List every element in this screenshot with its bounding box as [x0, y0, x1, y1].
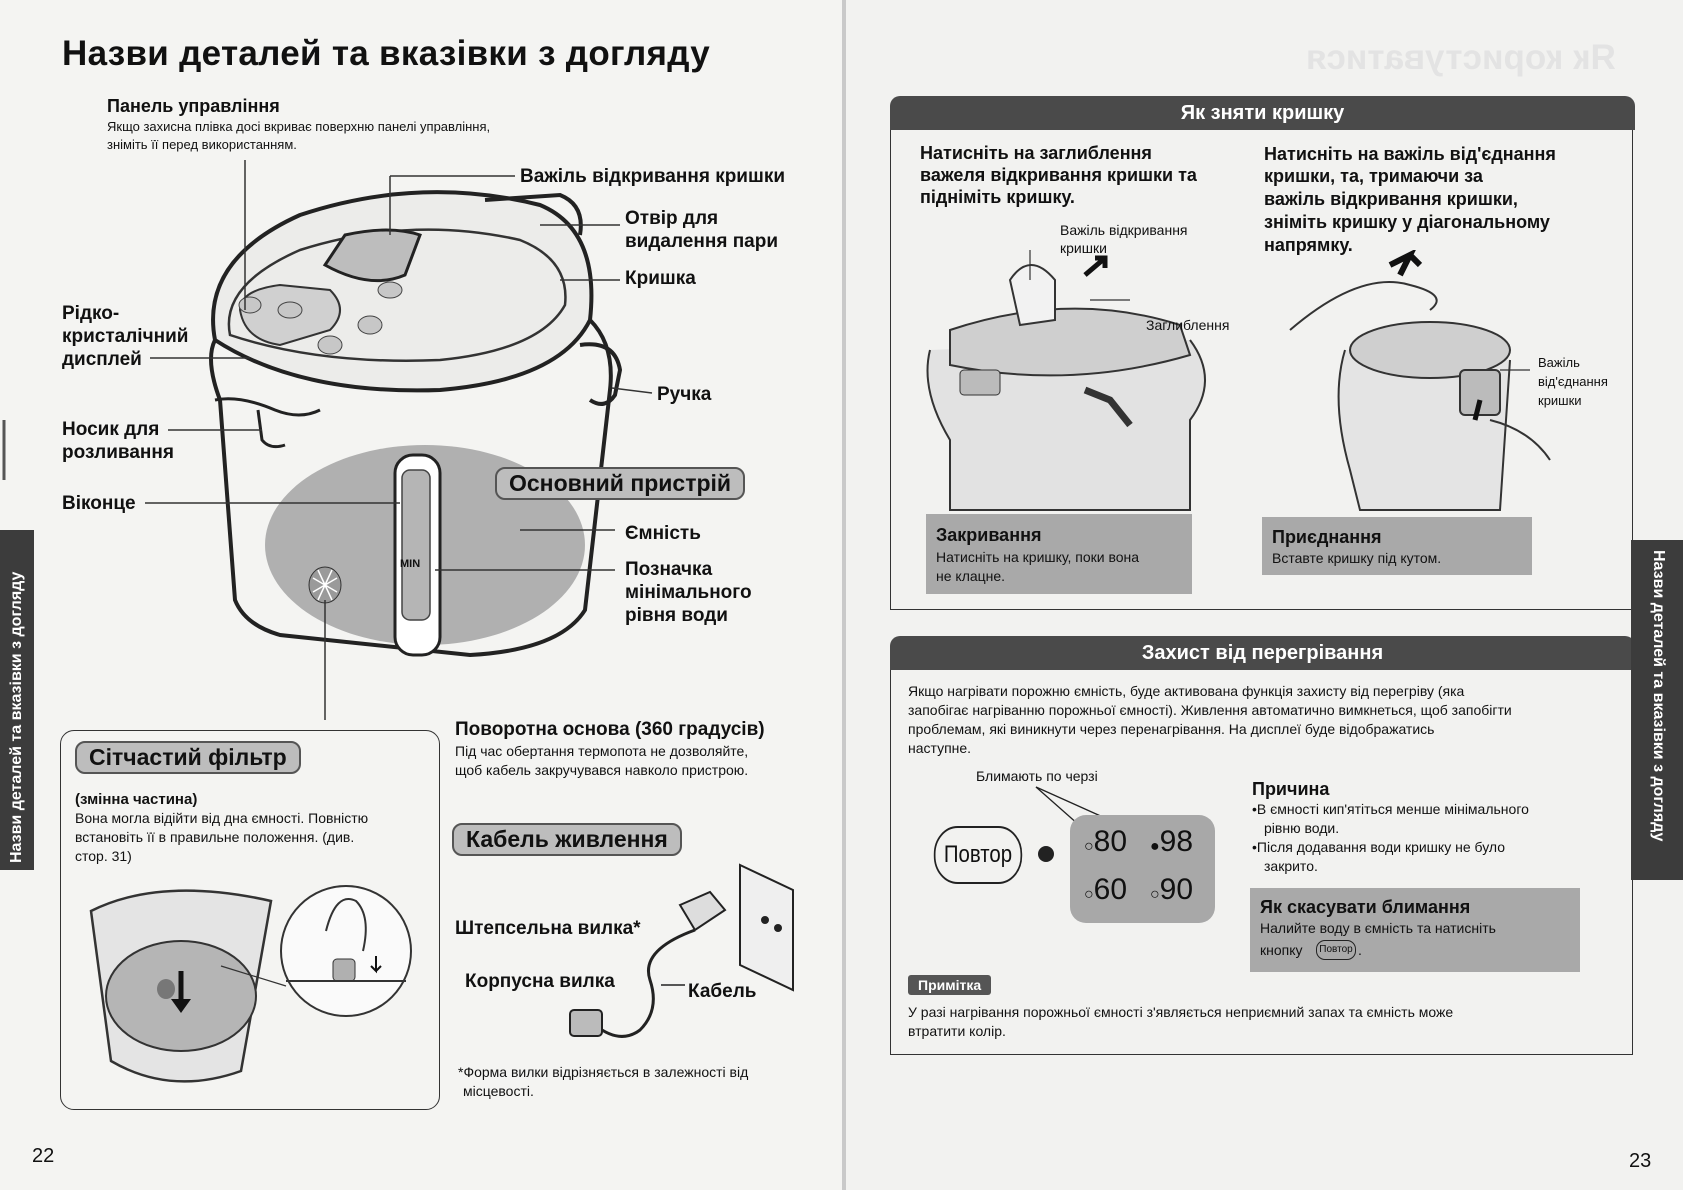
cancel-text-2: кнопку	[1260, 941, 1303, 960]
mesh-filter-text-2: встановіть її в правильне положення. (ди…	[75, 828, 354, 847]
temperature-display: ○80 ●98 ○60 ○90	[1070, 815, 1215, 923]
steam-vent-label-2: видалення пари	[625, 230, 778, 253]
attach-title: Приєднання	[1272, 526, 1382, 549]
cancel-title: Як скасувати блимання	[1260, 896, 1470, 919]
release-label-2: від'єднання	[1538, 374, 1608, 389]
handle-label: Ручка	[657, 383, 711, 406]
lid-label: Кришка	[625, 267, 696, 290]
left-side-tab: Назви деталей та вказівки з догляду	[0, 530, 34, 870]
lever-label-1: Важіль відкривання	[1060, 222, 1188, 238]
note-text-1: У разі нагрівання порожньої ємності з'яв…	[908, 1003, 1453, 1022]
footnote-1: *Форма вилки відрізняється в залежності …	[458, 1063, 748, 1082]
lcd-label-1: Рідко-	[62, 302, 119, 325]
cause-title: Причина	[1252, 778, 1329, 801]
min-mark-label-3: рівня води	[625, 604, 728, 627]
cancel-box: Як скасувати блимання Налийте воду в ємн…	[1250, 888, 1580, 972]
mesh-filter-box: Сітчастий фільтр (змінна частина) Вона м…	[60, 730, 440, 1110]
overheat-intro-3: проблемам, які виникнути через перенагрі…	[908, 720, 1434, 739]
cause-1-line-1: •В ємності кип'ятіться менше мінімальног…	[1252, 800, 1529, 819]
rotating-base-title: Поворотна основа (360 градусів)	[455, 718, 765, 741]
temp-60: ○60	[1084, 873, 1127, 907]
lcd-label-2: кристалічний	[62, 325, 188, 348]
spout-label-2: розливання	[62, 441, 174, 464]
page-number: 22	[32, 1145, 54, 1168]
overheat-intro-2: запобігає нагріванню порожньої ємності).…	[908, 701, 1512, 720]
left-page: Назви деталей та вказівки з догляду Пане…	[0, 0, 842, 1190]
closing-box: Закривання Натисніть на кришку, поки вон…	[926, 514, 1192, 594]
left-side-tab-label: Назви деталей та вказівки з догляду	[8, 572, 26, 863]
recess-label: Заглиблення	[1146, 317, 1229, 333]
min-mark-label-2: мінімального	[625, 581, 752, 604]
window-label: Віконце	[62, 492, 136, 515]
ghost-title: Як користуватися	[1306, 38, 1616, 78]
attach-box: Приєднання Вставте кришку під кутом.	[1262, 517, 1532, 575]
min-mark-label-1: Позначка	[625, 558, 712, 581]
cause-2-line-1: •Після додавання води кришку не було	[1252, 838, 1505, 857]
remove-lid-header: Як зняти кришку	[890, 96, 1635, 130]
cancel-text-end: .	[1358, 941, 1362, 960]
right-side-tab-label: Назви деталей та вказівки з догляду	[1649, 550, 1667, 841]
closing-text-1: Натисніть на кришку, поки вона	[936, 548, 1139, 567]
lcd-label-3: дисплей	[62, 348, 142, 371]
blink-label: Блимають по черзі	[976, 767, 1098, 786]
overheat-intro-4: наступне.	[908, 739, 971, 758]
cause-1-line-2: рівню води.	[1264, 819, 1339, 838]
release-label-1: Важіль	[1538, 355, 1580, 370]
page-number-right: 23	[1629, 1150, 1651, 1173]
step2-line-4: зніміть кришку у діагональному	[1264, 211, 1550, 233]
indicator-dot	[1038, 846, 1054, 862]
min-text: MIN	[400, 558, 420, 570]
repeat-button[interactable]: Повтор	[934, 826, 1022, 884]
cause-2-line-2: закрито.	[1264, 857, 1318, 876]
power-cord-illustration	[560, 860, 800, 1060]
note-text-2: втратити колір.	[908, 1022, 1006, 1041]
rotating-base-text-1: Під час обертання термопота не дозволяйт…	[455, 742, 748, 761]
attach-text: Вставте кришку під кутом.	[1272, 549, 1441, 568]
steam-vent-label-1: Отвір для	[625, 207, 718, 230]
main-unit-label: Основний пристрій	[495, 467, 745, 500]
release-label-3: кришки	[1538, 393, 1582, 408]
lever-label-2: кришки	[1060, 240, 1107, 256]
remove-lid-illustrations	[890, 250, 1635, 520]
footnote-2: місцевості.	[463, 1082, 534, 1101]
temp-80: ○80	[1084, 825, 1127, 859]
step2-line-2: кришки, та, тримаючи за	[1264, 165, 1483, 187]
step2-line-1: Натисніть на важіль від'єднання	[1264, 143, 1556, 165]
step2-line-3: важіль відкривання кришки,	[1264, 188, 1518, 210]
mesh-filter-text-1: Вона могла відійти від дна ємності. Повн…	[75, 809, 368, 828]
cancel-repeat-button[interactable]: Повтор	[1316, 940, 1356, 960]
mesh-filter-subtitle: (змінна частина)	[75, 791, 197, 808]
right-page: Як користуватися Як зняти кришку Натисні…	[846, 0, 1683, 1190]
temp-98: ●98	[1150, 825, 1193, 859]
cancel-text-1: Налийте воду в ємність та натисніть	[1260, 919, 1496, 938]
right-side-tab: Назви деталей та вказівки з догляду	[1631, 540, 1683, 880]
lid-lever-label: Важіль відкривання кришки	[520, 165, 785, 188]
overheat-header: Захист від перегрівання	[890, 636, 1635, 670]
rotating-base-text-2: щоб кабель закручувався навколо пристрою…	[455, 761, 748, 780]
step1-line-3: підніміть кришку.	[920, 186, 1075, 208]
container-label: Ємність	[625, 522, 701, 545]
step1-line-2: важеля відкривання кришки та	[920, 164, 1197, 186]
note-badge: Примітка	[908, 975, 991, 995]
step1-line-1: Натисніть на заглиблення	[920, 142, 1152, 164]
closing-text-2: не клацне.	[936, 567, 1005, 586]
mesh-filter-title: Сітчастий фільтр	[75, 741, 301, 774]
power-cord-title: Кабель живлення	[452, 823, 682, 856]
overheat-intro-1: Якщо нагрівати порожню ємність, буде акт…	[908, 682, 1464, 701]
mesh-filter-illustration	[71, 871, 431, 1101]
spout-label-1: Носик для	[62, 418, 159, 441]
closing-title: Закривання	[936, 524, 1041, 547]
mesh-filter-text-3: стор. 31)	[75, 847, 132, 866]
temp-90: ○90	[1150, 873, 1193, 907]
